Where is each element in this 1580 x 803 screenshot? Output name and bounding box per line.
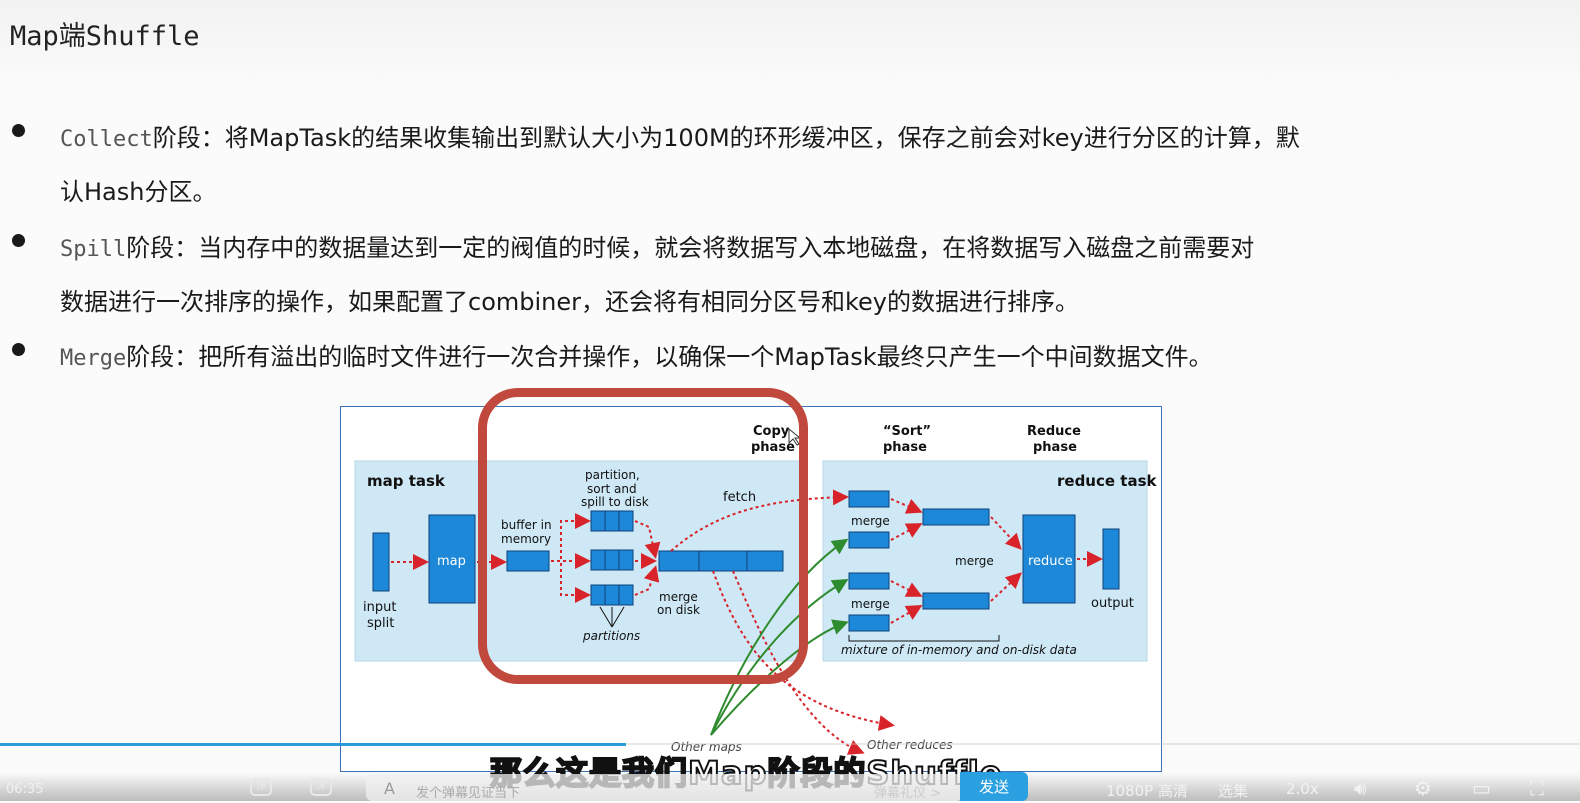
bullet-spill: Spill阶段：当内存中的数据量达到一定的阀值的时候，就会将数据写入本地磁盘，在…: [12, 222, 1492, 328]
map-task-label: map task: [367, 472, 446, 490]
reduce-phase-label-2: phase: [1033, 440, 1077, 455]
progress-track[interactable]: [0, 743, 1580, 745]
partition-label-3: spill to disk: [581, 495, 649, 509]
reduce-input-2: [848, 531, 890, 549]
bullet-line1: 阶段：把所有溢出的临时文件进行一次合并操作，以确保一个MapTask最终只产生一…: [126, 343, 1213, 371]
bullet-merge: Merge阶段：把所有溢出的临时文件进行一次合并操作，以确保一个MapTask最…: [12, 331, 1492, 385]
highlight-circle: [478, 388, 808, 684]
spill-file-1: [590, 510, 634, 532]
bullet-dot: [12, 124, 25, 137]
merge-on-disk-label-2: on disk: [657, 603, 700, 617]
player-controls: 06:35 弹 弹 A 发个弹幕见证当下 弹幕礼仪 > 发送 1080P 高清 …: [0, 772, 1580, 801]
merged-run-2: [922, 592, 990, 610]
danmu-toggle-icon[interactable]: 弹: [250, 778, 272, 796]
output-block: [1102, 528, 1120, 590]
reduce-task-label: reduce task: [1057, 472, 1157, 490]
arrow-merge: [890, 605, 923, 624]
bullet-text: Spill阶段：当内存中的数据量达到一定的阀值的时候，就会将数据写入本地磁盘，在…: [60, 222, 1492, 328]
buffer-label-1: buffer in: [501, 518, 552, 532]
other-maps-arrow: [710, 578, 849, 736]
merge-label-1: merge: [851, 514, 890, 528]
bullet-term: Merge: [60, 346, 127, 371]
fetch-arrow: [670, 489, 849, 552]
arrow-buffer-spill1: [551, 513, 591, 562]
progress-fill[interactable]: [0, 743, 626, 746]
speed-button[interactable]: 2.0x: [1286, 780, 1319, 798]
slide-title: Map端Shuffle: [10, 21, 200, 52]
current-time: 06:35: [6, 782, 44, 797]
bullet-collect: Collect阶段：将MapTask的结果收集输出到默认大小为100M的环形缓冲…: [12, 112, 1492, 218]
arrow-to-reduce: [990, 516, 1022, 550]
spill-file-3: [590, 584, 634, 606]
settings-gear-icon[interactable]: ⚙: [1414, 776, 1432, 800]
bullet-line2: 认Hash分区。: [60, 178, 217, 206]
shuffle-diagram: map task reduce task Copy phase “Sort” p…: [340, 406, 1162, 772]
arrow-to-reduce: [990, 572, 1022, 602]
reduce-input-1: [848, 490, 890, 508]
arrow-merge: [890, 580, 923, 597]
reduce-label: reduce: [1028, 554, 1073, 569]
fetch-label: fetch: [723, 490, 756, 505]
quality-button[interactable]: 1080P 高清: [1106, 782, 1188, 800]
fullscreen-icon[interactable]: ⛶: [1530, 776, 1544, 800]
buffer-block: [506, 550, 550, 572]
reduce-block: [1022, 514, 1076, 604]
spill-file-2: [590, 549, 634, 571]
episodes-button[interactable]: 选集: [1218, 782, 1249, 800]
partition-pointer: [611, 606, 625, 628]
partition-label-2: sort and: [587, 482, 637, 496]
mixture-label: mixture of in-memory and on-disk data: [841, 643, 1077, 657]
partition-label-1: partition,: [585, 468, 640, 482]
bullet-line1: 阶段：将MapTask的结果收集输出到默认大小为100M的环形缓冲区，保存之前会…: [152, 124, 1300, 152]
reduce-input-4: [848, 614, 890, 632]
arrow-merge: [890, 498, 923, 514]
merge-on-disk-label-1: merge: [659, 590, 698, 604]
copy-phase-label-2: phase: [751, 440, 795, 455]
merged-file: [658, 550, 784, 572]
danmu-settings-icon[interactable]: 弹: [310, 778, 332, 796]
sort-phase-label-2: phase: [883, 440, 927, 455]
bullet-dot: [12, 234, 25, 247]
input-split-block: [372, 532, 390, 592]
other-maps-arrow: [710, 538, 849, 736]
map-block: [428, 514, 476, 604]
bullet-line2: 数据进行一次排序的操作，如果配置了combiner，还会将有相同分区号和key的…: [60, 288, 1080, 316]
buffer-label-2: memory: [501, 532, 551, 546]
arrow-merge: [890, 523, 923, 541]
bullet-term: Collect: [60, 127, 153, 152]
other-maps-label: Other maps: [671, 740, 742, 754]
input-split-label-1: input: [363, 600, 396, 615]
mixture-bracket: [848, 635, 1000, 642]
other-reduces-label: Other reduces: [867, 738, 953, 752]
reduce-input-3: [848, 572, 890, 590]
bullet-line1: 阶段：当内存中的数据量达到一定的阀值的时候，就会将数据写入本地磁盘，在将数据写入…: [126, 234, 1255, 262]
slide-header: Map端Shuffle: [0, 0, 1580, 80]
danmu-placeholder: 发个弹幕见证当下: [416, 786, 521, 801]
bullet-term: Spill: [60, 237, 127, 262]
danmu-etiquette-link[interactable]: 弹幕礼仪 >: [874, 786, 942, 801]
input-split-label-2: split: [367, 616, 394, 631]
danmu-input[interactable]: A 发个弹幕见证当下 弹幕礼仪 >: [366, 774, 962, 801]
send-button[interactable]: 发送: [960, 772, 1028, 801]
sort-phase-label-1: “Sort”: [883, 424, 931, 439]
merge-label-2: merge: [851, 597, 890, 611]
output-label: output: [1091, 596, 1134, 611]
map-label: map: [437, 554, 466, 569]
reduce-phase-label-1: Reduce: [1027, 424, 1081, 439]
volume-icon[interactable]: 🔊︎: [1354, 776, 1367, 800]
bullet-text: Merge阶段：把所有溢出的临时文件进行一次合并操作，以确保一个MapTask最…: [60, 331, 1492, 385]
arrow-buffer-spill3: [551, 560, 591, 603]
merge-center-label: merge: [955, 554, 994, 568]
partitions-label: partitions: [582, 629, 640, 643]
merged-run-1: [922, 508, 990, 526]
diagram-svg: map task reduce task Copy phase “Sort” p…: [354, 424, 1157, 755]
bullet-dot: [12, 343, 25, 356]
partition-pointer: [599, 606, 613, 628]
pip-icon[interactable]: ▭: [1472, 776, 1491, 800]
danmu-style-icon[interactable]: A: [384, 779, 395, 798]
bullet-text: Collect阶段：将MapTask的结果收集输出到默认大小为100M的环形缓冲…: [60, 112, 1492, 218]
